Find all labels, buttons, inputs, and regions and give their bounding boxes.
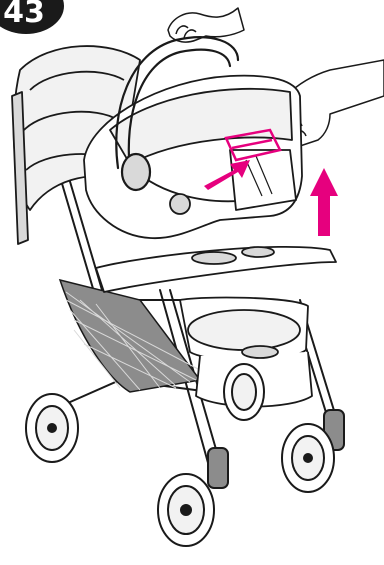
up-arrow-icon (310, 168, 338, 236)
storage-basket (60, 280, 200, 392)
rear-right-wheel (224, 364, 264, 420)
step-number-badge: 43 (0, 0, 64, 34)
child-tray (96, 247, 336, 292)
front-left-wheel (158, 448, 228, 546)
step-number: 43 (3, 0, 45, 30)
front-right-wheel (282, 410, 344, 492)
rear-left-wheel (26, 394, 78, 462)
